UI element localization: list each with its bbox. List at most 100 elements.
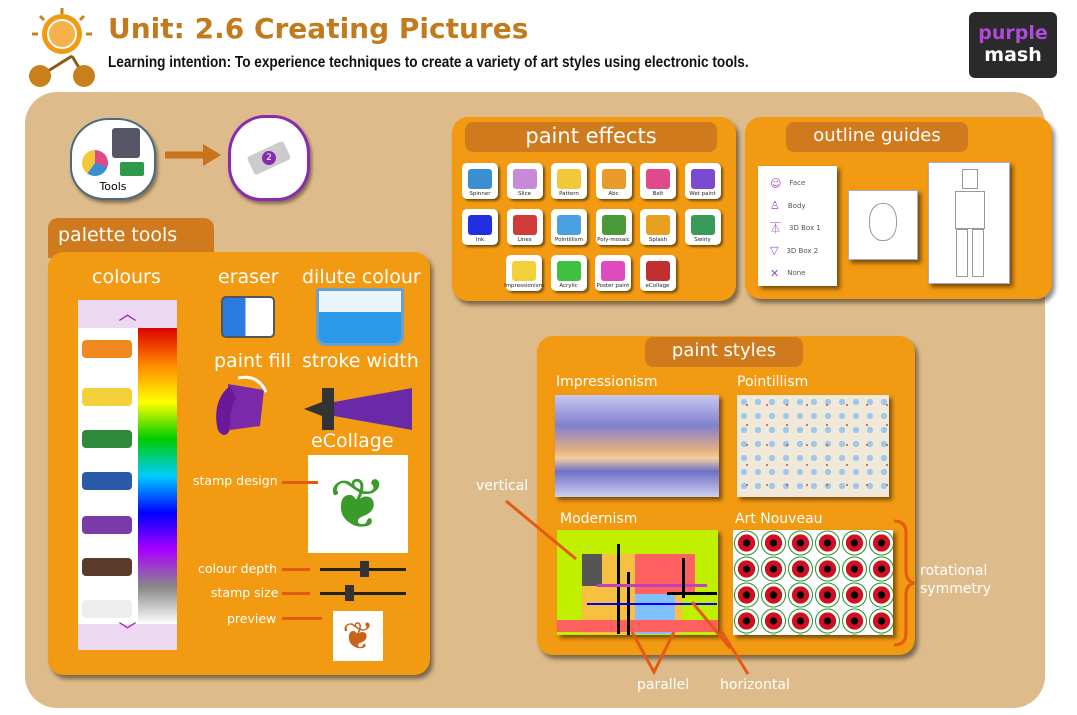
stamp-design-label: stamp design [193, 473, 278, 488]
eraser-icon[interactable] [221, 296, 275, 338]
paint-bucket-icon[interactable] [208, 374, 272, 442]
paint-styles-title: paint styles [645, 337, 803, 367]
outline-guides-title: outline guides [786, 122, 968, 152]
outline-option[interactable]: ✕None [770, 262, 837, 285]
parallel-annotation: parallel [637, 677, 690, 693]
paint-effect-icon [690, 215, 715, 235]
art-nouveau-image [733, 530, 893, 635]
symmetry-annotation: symmetry [920, 581, 991, 597]
paint-effect-icon [468, 215, 492, 235]
page-title: Unit: 2.6 Creating Pictures [108, 12, 529, 45]
parallel-horizontal-pointer-lines [630, 630, 750, 676]
paint-effect-icon [557, 215, 581, 235]
palette-tools-tab: palette tools [48, 218, 214, 258]
paint-effect-tile[interactable]: Belt [640, 163, 676, 199]
paint-effect-tile[interactable]: Swirly [684, 209, 721, 245]
arrow-right-icon [165, 144, 221, 166]
logo-text-top: purple [978, 22, 1048, 44]
tools-icon[interactable]: Tools [70, 118, 156, 200]
paint-effect-tile[interactable]: Wet paint [684, 163, 721, 199]
paint-effect-icon [557, 169, 581, 189]
learning-intention: Learning intention: To experience techni… [108, 54, 749, 71]
colour-spectrum[interactable] [138, 328, 177, 624]
outline-option-label: 3D Box 2 [786, 246, 819, 255]
colour-depth-slider[interactable] [320, 561, 406, 577]
paint-effect-icon [646, 215, 670, 235]
paint-effect-label: Poster paint [596, 283, 630, 289]
horizontal-pointer-line [690, 601, 732, 649]
modernism-image [557, 530, 718, 635]
paint-effect-tile[interactable]: Spinner [462, 163, 498, 199]
outline-option[interactable]: ☺Face [770, 172, 837, 195]
outline-option[interactable]: ⏄3D Box 1 [770, 217, 837, 240]
2paint-icon[interactable]: 2 [228, 115, 310, 201]
paint-effect-tile[interactable]: Slice [506, 163, 543, 199]
purple-mash-logo: purple mash [969, 12, 1057, 78]
outline-option-label: 3D Box 1 [789, 224, 821, 233]
stamp-preview-image: ❦ [333, 611, 383, 661]
paint-effect-tile[interactable]: Ink [462, 209, 498, 245]
paint-tube-blue[interactable] [82, 472, 132, 490]
stamp-design-image[interactable]: ❦ [308, 455, 408, 553]
stamp-size-label: stamp size [211, 585, 279, 600]
paint-effect-icon [601, 261, 625, 281]
pointillism-image [737, 395, 889, 497]
pointillism-label: Pointillism [737, 374, 809, 390]
paint-effect-label: Lines [517, 237, 532, 243]
modernism-label: Modernism [560, 511, 638, 527]
paint-effect-tile[interactable]: Poly-mosaic [595, 209, 632, 245]
paint-effect-tile[interactable]: Poster paint [595, 255, 631, 291]
paint-effect-label: Belt [652, 191, 664, 197]
pointer-line [282, 617, 322, 620]
paint-effect-label: Swirly [694, 237, 711, 243]
paint-effect-tile[interactable]: eCollage [639, 255, 676, 291]
paint-effect-label: Acrylic [559, 283, 578, 289]
colour-depth-label: colour depth [198, 561, 278, 576]
scroll-up-icon[interactable]: ︿ [78, 300, 177, 328]
paint-tube-white[interactable] [82, 600, 132, 618]
face-guide-preview [848, 190, 918, 260]
scroll-down-icon[interactable]: ﹀ [78, 623, 177, 650]
paint-effect-label: Pointillism [555, 237, 583, 243]
tools-label: Tools [99, 180, 127, 193]
paint-effect-label: Spinner [469, 191, 491, 197]
paint-fill-label: paint fill [214, 350, 292, 372]
vertical-pointer-line [505, 499, 577, 561]
paint-tube-green[interactable] [82, 430, 132, 448]
eraser-label: eraser [218, 266, 279, 288]
paint-effect-label: Ink [475, 237, 485, 243]
impressionism-image [555, 395, 719, 497]
paint-effect-tile[interactable]: Impressionism [504, 255, 544, 291]
paint-effect-icon [512, 215, 537, 235]
body-guide-preview [928, 162, 1010, 284]
paint-effect-label: Poly-mosaic [597, 237, 630, 243]
outline-guide-options: ☺Face♙Body⏄3D Box 1 ▽ 3D Box 2 ✕None [758, 166, 837, 286]
paint-effect-icon [601, 215, 626, 235]
stroke-width-icon[interactable] [304, 386, 414, 432]
paint-effect-icon [468, 169, 492, 189]
stamp-size-slider[interactable] [320, 585, 406, 601]
paint-effect-tile[interactable]: Abc [595, 163, 632, 199]
dilute-beaker-icon[interactable] [316, 288, 404, 346]
paint-effect-icon [512, 169, 537, 189]
paint-effect-tile[interactable]: Pointillism [551, 209, 587, 245]
paint-tube-purple[interactable] [82, 516, 132, 534]
outline-option[interactable]: ▽ 3D Box 2 [770, 240, 837, 263]
preview-label: preview [227, 611, 277, 626]
outline-option-icon: ▽ [770, 244, 779, 258]
outline-option[interactable]: ♙Body [770, 195, 837, 218]
colours-heading: colours [92, 266, 161, 288]
outline-option-label: Face [789, 179, 806, 188]
logo-text-bottom: mash [984, 44, 1042, 66]
paint-effect-tile[interactable]: Pattern [551, 163, 587, 199]
paint-tube-orange[interactable] [82, 340, 132, 358]
paint-effect-tile[interactable]: Acrylic [550, 255, 587, 291]
colour-palette[interactable]: ︿ ﹀ [78, 300, 177, 650]
paint-effect-tile[interactable]: Splash [640, 209, 676, 245]
stroke-width-label: stroke width [302, 350, 419, 372]
paint-tube-brown[interactable] [82, 558, 132, 576]
paint-effect-tile[interactable]: Lines [506, 209, 543, 245]
vertical-annotation: vertical [476, 478, 529, 494]
paint-tube-yellow[interactable] [82, 388, 132, 406]
brain-logo-icon [29, 8, 95, 87]
